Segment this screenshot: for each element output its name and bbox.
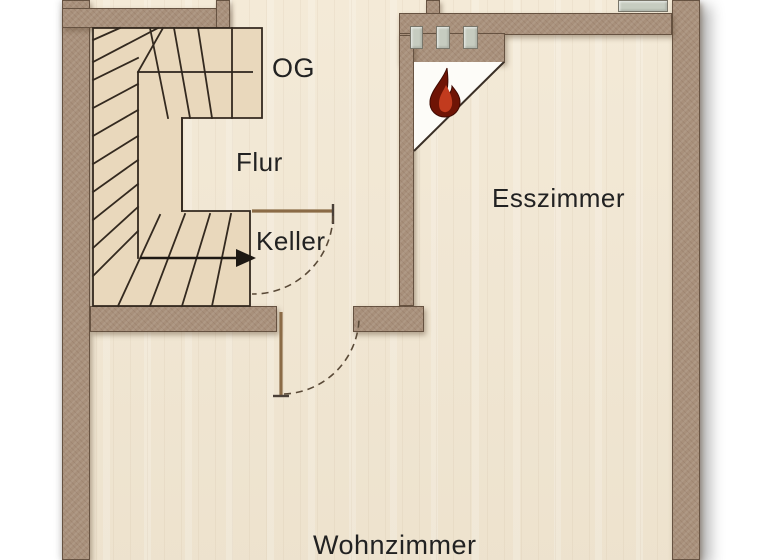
stair-tread (91, 134, 140, 166)
stair-tread (91, 205, 140, 250)
stair-tread (91, 26, 122, 42)
stair-tread (136, 26, 165, 74)
room-label-og: OG (272, 53, 316, 83)
wall-slot-3 (463, 26, 478, 49)
wohnzimmer-door (273, 312, 360, 398)
window (618, 0, 668, 12)
keller-door (251, 204, 335, 295)
fireplace (413, 61, 505, 152)
wall-flur-esszimmer (399, 35, 414, 306)
stair-tread (91, 108, 140, 138)
stair-tread (148, 26, 170, 120)
stair-tread (91, 82, 140, 110)
keller-door-swing-arc (251, 215, 334, 295)
stair-tread (91, 26, 160, 64)
wall-top-left-stub (216, 0, 230, 28)
room-label-esszimmer: Esszimmer (492, 183, 626, 213)
staircase (91, 26, 263, 308)
stair-tread (196, 26, 214, 120)
room-label-flur: Flur (236, 147, 283, 177)
wall-top-right-stub (426, 0, 440, 14)
keller-arrow-icon (140, 249, 256, 267)
room-label-wohnzimmer: Wohnzimmer (313, 530, 477, 560)
wall-slot-1 (410, 26, 423, 49)
flame-icon (429, 67, 461, 118)
stair-tread (116, 213, 162, 308)
wall-flur-wohnzimmer (90, 306, 277, 332)
wohnzimmer-door-swing-arc (283, 319, 360, 395)
stair-tread (148, 212, 187, 308)
wall-slot-2 (436, 26, 450, 49)
stair-tread (210, 212, 233, 308)
stair-tread (91, 56, 140, 82)
stair-tread (172, 26, 192, 120)
stair-tread (180, 212, 212, 308)
stair-tread (91, 229, 140, 278)
stair-tread (91, 182, 140, 222)
room-label-keller: Keller (256, 226, 326, 256)
wall-right-outer (672, 0, 700, 560)
wall-doorway-right-jamb (353, 306, 424, 332)
stair-tread (91, 158, 140, 194)
wall-left-outer (62, 0, 90, 560)
